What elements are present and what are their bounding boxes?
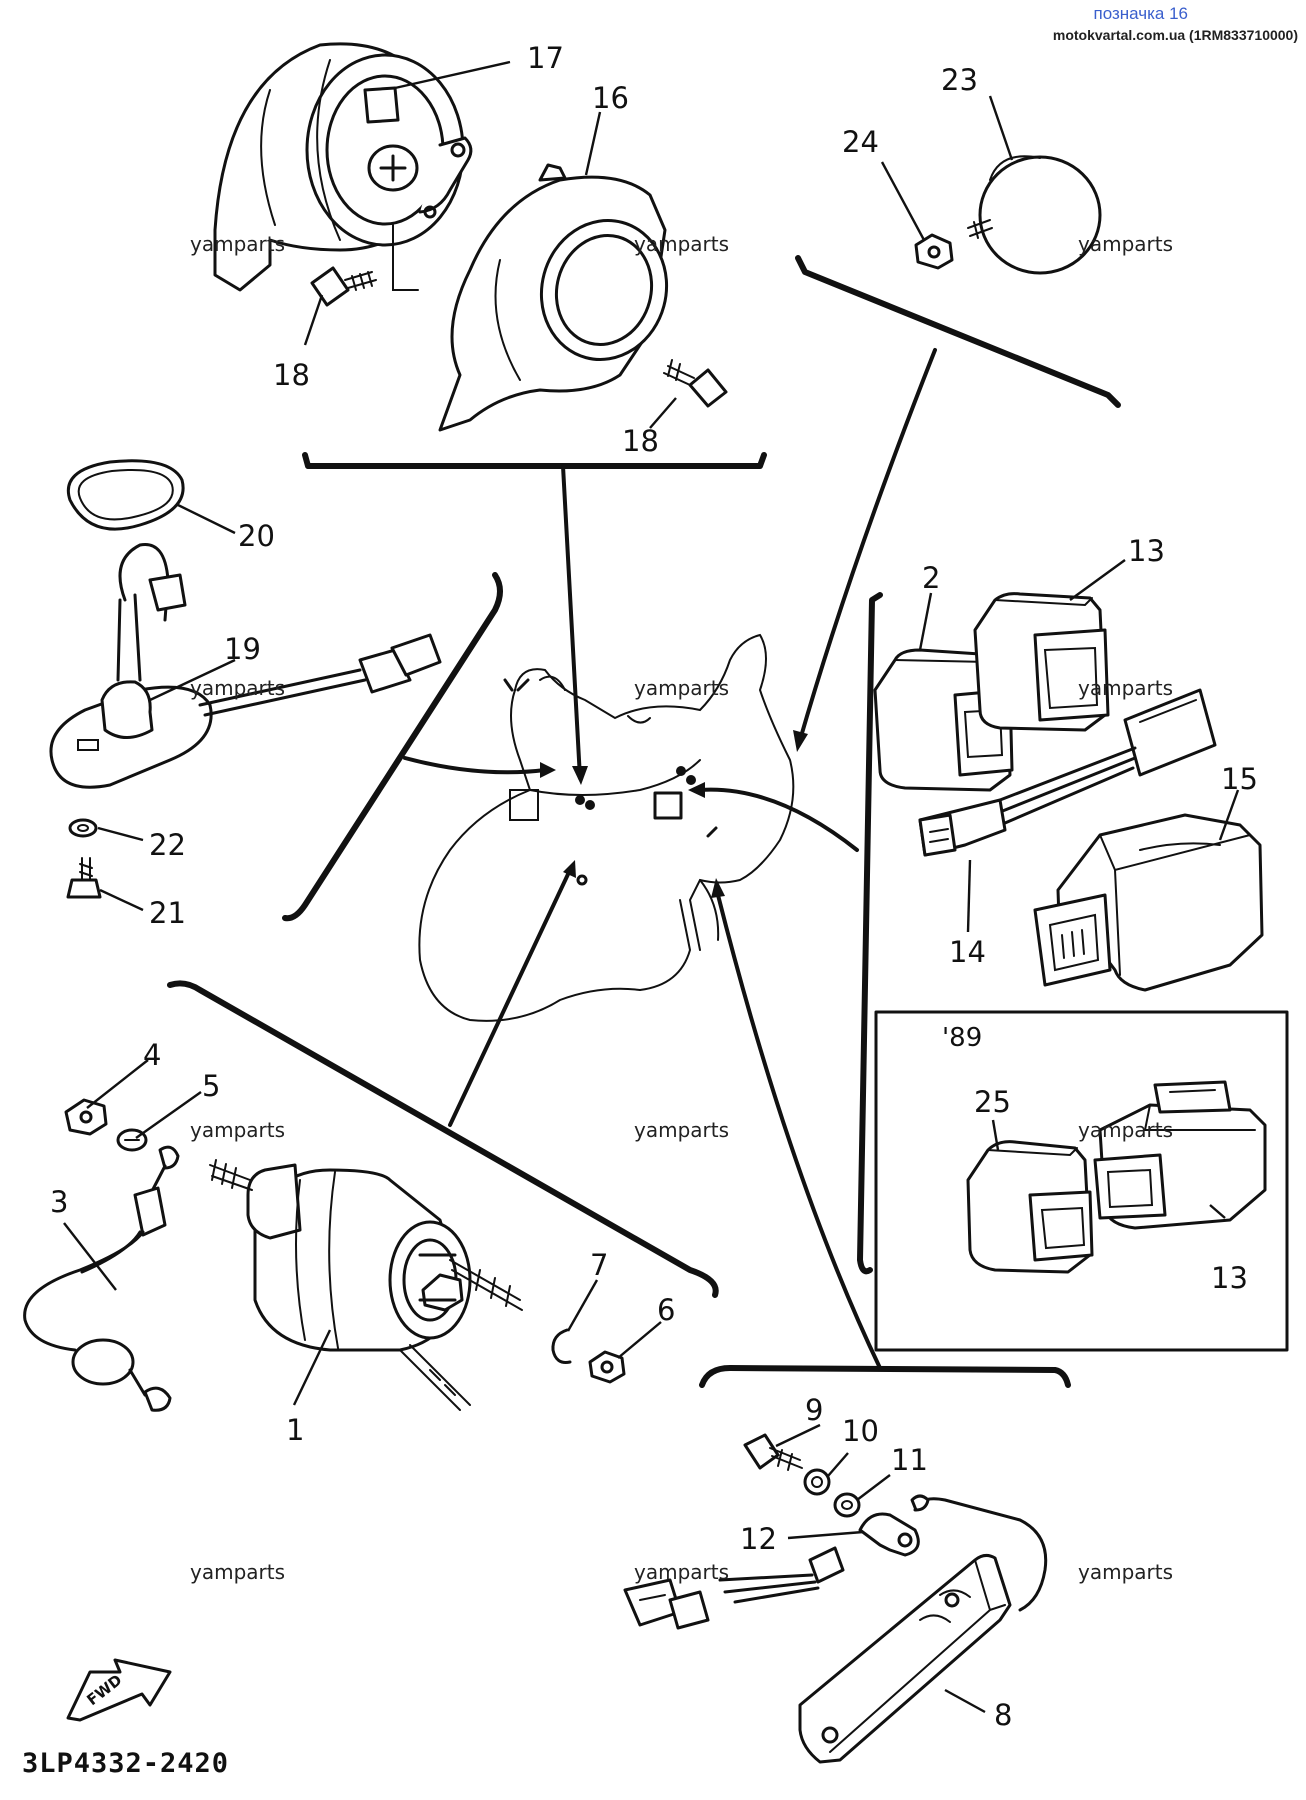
watermark-text: yamparts: [190, 232, 286, 256]
callout-16: 16: [592, 81, 629, 115]
bracket-plug: [795, 255, 1121, 408]
site-reference: motokvartal.com.ua (1RM833710000): [1052, 27, 1298, 43]
bracket-fuel-sender: [282, 572, 503, 922]
arrow-head-relays: [688, 782, 705, 798]
nut-24: [914, 233, 954, 270]
callout-4: 4: [143, 1038, 161, 1072]
watermark-text: yamparts: [190, 676, 286, 700]
callout-18b: 18: [622, 424, 659, 458]
callout-3: 3: [50, 1185, 68, 1219]
starter-relay: [209, 1159, 523, 1411]
fuel-sender: [49, 542, 442, 789]
arrow-head-fuel: [540, 762, 556, 778]
watermark-text: yamparts: [1078, 676, 1174, 700]
frame-outline: [418, 633, 795, 1022]
callout-1: 1: [286, 1413, 304, 1447]
watermark-text: yamparts: [1078, 232, 1174, 256]
watermark-text: yamparts: [190, 1560, 286, 1584]
regulator-harness: [623, 1546, 845, 1630]
watermark-text: yamparts: [634, 1560, 730, 1584]
arrow-head-regulator: [711, 878, 725, 898]
watermark-text: yamparts: [634, 232, 730, 256]
callout-25: 25: [974, 1085, 1011, 1119]
callout-24: 24: [842, 125, 879, 159]
coupler-14: [918, 688, 1217, 857]
callout-numbers: 17 16 18 18 23 24 20 19 22 21 2 13 15 14…: [50, 41, 1258, 1732]
watermark-text: yamparts: [1078, 1118, 1174, 1142]
page-title: позначка 16: [1093, 4, 1189, 23]
leader-plug: [798, 348, 937, 742]
arrow-head-horns: [572, 766, 588, 785]
diagram-code: 3LP4332-2420: [22, 1748, 230, 1779]
box-89: [874, 1010, 1289, 1352]
callout-13b: 13: [1211, 1261, 1248, 1295]
rubber-plug: [967, 155, 1102, 275]
callout-5: 5: [202, 1069, 220, 1103]
gasket-ring: [67, 459, 185, 531]
nut-6: [588, 1350, 626, 1384]
horn-trumpet: [438, 163, 669, 432]
relay-13b: [1093, 1080, 1267, 1230]
callout-12: 12: [740, 1522, 777, 1556]
screw-18b: [663, 359, 728, 408]
callout-7: 7: [590, 1248, 608, 1282]
arrow-head-starter: [563, 860, 576, 878]
watermark-text: yamparts: [190, 1118, 286, 1142]
bracket-horns: [302, 452, 767, 469]
horn-disc: [213, 42, 473, 292]
watermark-text: yamparts: [634, 1118, 730, 1142]
washer-11: [833, 1492, 861, 1518]
leader-horns: [561, 464, 582, 780]
callout-20: 20: [238, 519, 275, 553]
ring-7: [551, 1328, 572, 1364]
callout-21: 21: [149, 896, 186, 930]
callout-11: 11: [891, 1443, 928, 1477]
leader-fuel-sender: [403, 756, 547, 775]
callout-18a: 18: [273, 358, 310, 392]
callout-leaders: [63, 60, 1240, 1714]
callout-6: 6: [657, 1293, 675, 1327]
bolt-21: [66, 857, 102, 899]
clamp-12: [858, 1494, 1048, 1612]
year-label: '89: [942, 1023, 982, 1053]
watermark-text: yamparts: [634, 676, 730, 700]
callout-2: 2: [922, 561, 940, 595]
relay-2: [873, 648, 1014, 792]
watermark-text: yamparts: [1078, 1560, 1174, 1584]
callout-17: 17: [527, 41, 564, 75]
bolt-9: [743, 1433, 803, 1471]
relay-13a: [973, 592, 1110, 732]
arrow-head-plug: [793, 730, 808, 752]
leader-regulator: [716, 893, 882, 1370]
fwd-arrow: FWD: [66, 1658, 172, 1722]
callout-13a: 13: [1128, 534, 1165, 568]
regulator-8: [798, 1553, 1012, 1764]
nut-4: [64, 1098, 108, 1136]
callout-23: 23: [941, 63, 978, 97]
callout-9: 9: [805, 1393, 823, 1427]
callout-14: 14: [949, 935, 986, 969]
callout-19: 19: [224, 632, 261, 666]
bracket-starter: [167, 980, 719, 1298]
callout-8: 8: [994, 1698, 1012, 1732]
collar-10: [803, 1468, 831, 1496]
bracket-relays: [857, 592, 883, 1275]
bracket-regulator: [699, 1365, 1071, 1388]
callout-22: 22: [149, 828, 186, 862]
washer-22: [68, 818, 98, 838]
callout-15: 15: [1221, 762, 1258, 796]
relay-25: [966, 1140, 1094, 1274]
callout-10: 10: [842, 1414, 879, 1448]
relay-15: [1033, 813, 1264, 992]
lead-wire-3: [23, 1145, 180, 1412]
leader-relays: [698, 787, 859, 852]
leader-starter: [448, 868, 572, 1127]
